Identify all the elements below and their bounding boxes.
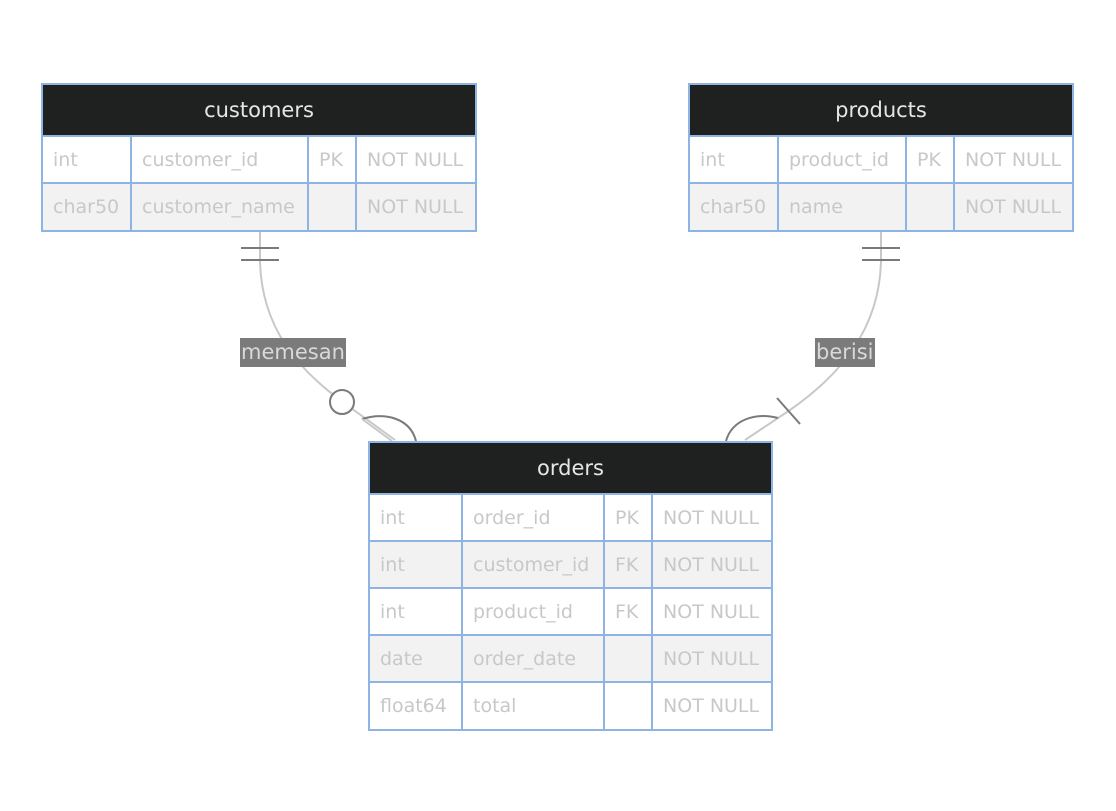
attribute-nullability: NOT NULL [651, 540, 771, 588]
attribute-row: char50 customer_name NOT NULL [43, 182, 475, 230]
relationship-label-berisi: berisi [815, 338, 875, 367]
attribute-type: int [690, 135, 778, 183]
attribute-name: name [777, 182, 906, 230]
attribute-row: date order_date NOT NULL [370, 634, 771, 682]
attribute-type: float64 [370, 681, 462, 729]
attribute-nullability: NOT NULL [651, 681, 771, 729]
attribute-nullability: NOT NULL [651, 493, 771, 541]
relationship-line-memesan [259, 230, 396, 441]
attribute-row: int order_id PK NOT NULL [370, 493, 771, 541]
attribute-row: int customer_id PK NOT NULL [43, 135, 475, 183]
attribute-table-orders: int order_id PK NOT NULL int customer_id… [370, 493, 771, 729]
entity-orders[interactable]: orders int order_id PK NOT NULL int cust… [368, 441, 773, 731]
attribute-name: order_id [461, 493, 604, 541]
relationship-line-berisi [744, 230, 882, 441]
attribute-key: FK [603, 540, 652, 588]
cardinality-zero-orders [329, 389, 355, 415]
attribute-name: customer_id [130, 135, 308, 183]
attribute-type: int [43, 135, 131, 183]
attribute-row: int product_id FK NOT NULL [370, 587, 771, 635]
attribute-nullability: NOT NULL [953, 182, 1072, 230]
attribute-type: int [370, 493, 462, 541]
attribute-key [603, 681, 652, 729]
attribute-name: order_date [461, 634, 604, 682]
cardinality-many-orders-left-line [361, 418, 393, 442]
attribute-nullability: NOT NULL [651, 634, 771, 682]
attribute-type: char50 [43, 182, 131, 230]
relationship-label-memesan: memesan [240, 338, 346, 367]
entity-title-orders: orders [370, 443, 771, 493]
attribute-key: PK [905, 135, 954, 183]
attribute-name: customer_id [461, 540, 604, 588]
attribute-nullability: NOT NULL [953, 135, 1072, 183]
entity-title-customers: customers [43, 85, 475, 135]
attribute-row: int customer_id FK NOT NULL [370, 540, 771, 588]
attribute-row: char50 name NOT NULL [690, 182, 1072, 230]
entity-customers[interactable]: customers int customer_id PK NOT NULL ch… [41, 83, 477, 232]
attribute-table-products: int product_id PK NOT NULL char50 name N… [690, 135, 1072, 230]
attribute-type: int [370, 587, 462, 635]
attribute-name: total [461, 681, 604, 729]
attribute-row: int product_id PK NOT NULL [690, 135, 1072, 183]
attribute-key [307, 182, 356, 230]
cardinality-many-orders-right [725, 415, 779, 442]
attribute-type: int [370, 540, 462, 588]
attribute-name: customer_name [130, 182, 308, 230]
cardinality-one-orders [776, 397, 801, 425]
attribute-name: product_id [461, 587, 604, 635]
entity-products[interactable]: products int product_id PK NOT NULL char… [688, 83, 1074, 232]
attribute-nullability: NOT NULL [355, 182, 475, 230]
attribute-key: PK [307, 135, 356, 183]
cardinality-many-orders-left [361, 415, 417, 442]
attribute-row: float64 total NOT NULL [370, 681, 771, 729]
attribute-name: product_id [777, 135, 906, 183]
attribute-key [905, 182, 954, 230]
attribute-key [603, 634, 652, 682]
entity-title-products: products [690, 85, 1072, 135]
attribute-nullability: NOT NULL [651, 587, 771, 635]
attribute-table-customers: int customer_id PK NOT NULL char50 custo… [43, 135, 475, 230]
attribute-key: PK [603, 493, 652, 541]
attribute-type: date [370, 634, 462, 682]
attribute-type: char50 [690, 182, 778, 230]
attribute-key: FK [603, 587, 652, 635]
attribute-nullability: NOT NULL [355, 135, 475, 183]
